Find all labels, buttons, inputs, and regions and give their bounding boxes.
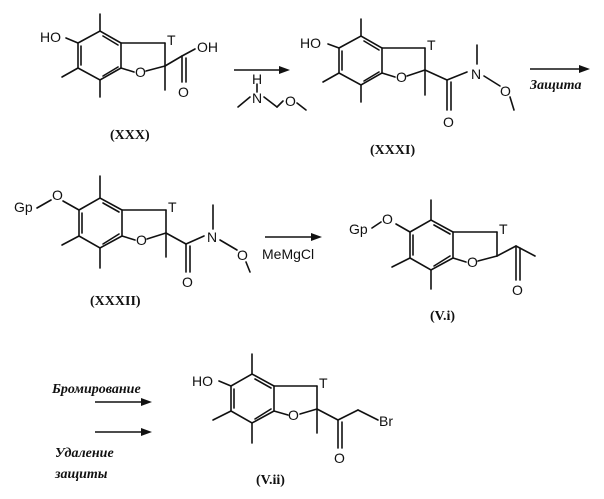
compound-xxx-carbonyl-oxygen-label: O	[178, 84, 189, 100]
compound-xxxi-label: (XXXI)	[370, 143, 415, 158]
compound-v-ii-t-label: T	[319, 375, 328, 391]
compound-xxxi-ring-oxygen-label: O	[396, 69, 407, 85]
compound-xxxii-label: (XXXII)	[90, 294, 141, 309]
compound-v-ii-bromine-label: Br	[379, 413, 393, 429]
compound-v-ii-hydroxyl-label: HO	[192, 373, 213, 389]
reaction-arrow-1: N H O	[234, 66, 306, 110]
compound-v-i-ring-oxygen-label: O	[467, 254, 478, 270]
compound-v-i-label: (V.i)	[430, 309, 455, 324]
compound-v-ii: HO O T O Br (V.ii)	[192, 354, 393, 488]
compound-xxxii-bonds	[37, 176, 250, 272]
compound-v-i-ether-oxygen-label: O	[382, 211, 393, 227]
grignard-reagent-label: MeMgCl	[262, 246, 314, 262]
compound-v-ii-carbonyl-oxygen-label: O	[334, 450, 345, 466]
compound-xxxii-ring-oxygen-label: O	[136, 232, 147, 248]
amine-hydrogen-label: H	[252, 71, 262, 87]
compound-xxxi-carbonyl-oxygen-label: O	[443, 114, 454, 130]
compound-v-i-bonds	[372, 200, 535, 289]
compound-xxx-hydroxyl-label: HO	[40, 29, 61, 45]
compound-v-i-gp-label: Gp	[349, 221, 368, 237]
compound-xxxi: HO O T N O O (XXXI)	[300, 19, 514, 158]
compound-xxxi-ether-oxygen-label: O	[500, 83, 511, 99]
amine-nitrogen-label: N	[252, 90, 262, 106]
reaction-arrow-4: Бромирование	[51, 382, 152, 406]
compound-v-i-t-label: T	[499, 221, 508, 237]
bromination-condition: Бромирование	[51, 382, 141, 397]
compound-xxxii-ether-oxygen-label: O	[52, 187, 63, 203]
reaction-arrow-3: MeMgCl	[262, 233, 322, 262]
compound-v-ii-label: (V.ii)	[256, 473, 285, 488]
compound-xxxi-hydroxyl-label: HO	[300, 35, 321, 51]
compound-xxx-bonds	[62, 14, 195, 97]
reaction-arrow-5: Удаление защиты	[54, 428, 152, 482]
reaction-arrow-2: Защита	[529, 65, 590, 93]
compound-v-i-carbonyl-oxygen-label: O	[512, 282, 523, 298]
compound-xxxii-amide-ether-oxygen-label: O	[237, 247, 248, 263]
compound-v-i: Gp O O T O (V.i)	[349, 200, 535, 324]
compound-v-ii-ring-oxygen-label: O	[288, 407, 299, 423]
compound-xxxii-t-label: T	[168, 199, 177, 215]
protection-condition: Защита	[529, 78, 581, 93]
compound-xxxi-nitrogen-label: N	[471, 66, 481, 82]
compound-xxxi-t-label: T	[427, 37, 436, 53]
compound-xxxii-carbonyl-oxygen-label: O	[182, 274, 193, 290]
compound-xxx-label: (XXX)	[110, 128, 150, 143]
compound-xxx-t-label: T	[167, 32, 176, 48]
compound-xxx-oh-label: OH	[197, 39, 218, 55]
compound-xxx: HO O T OH O (XXX)	[40, 14, 218, 143]
compound-xxxii-gp-label: Gp	[14, 199, 33, 215]
compound-v-ii-bonds	[213, 354, 378, 448]
compound-xxx-ring-oxygen-label: O	[135, 64, 146, 80]
compound-xxxi-bonds	[323, 19, 514, 110]
compound-xxxii: Gp O O T N O O (XXXII)	[14, 176, 250, 309]
amine-oxygen-label: O	[285, 93, 296, 109]
deprotection-condition-line-1: Удаление	[55, 446, 114, 461]
compound-xxxii-nitrogen-label: N	[207, 229, 217, 245]
deprotection-condition-line-2: защиты	[54, 467, 108, 482]
